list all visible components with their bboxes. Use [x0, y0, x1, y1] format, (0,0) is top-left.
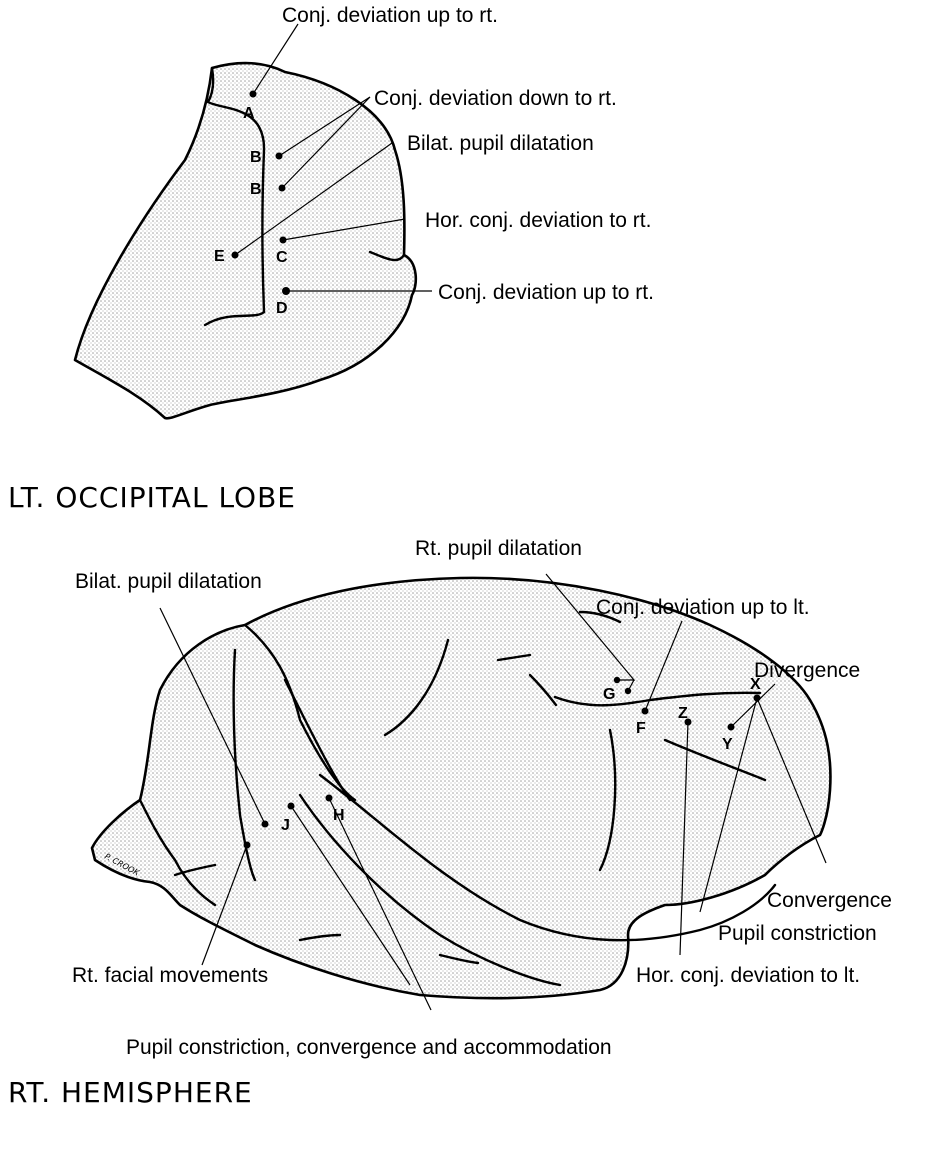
point-label-g: G [603, 686, 615, 703]
label-hor-conj-rt: Hor. conj. deviation to rt. [425, 209, 651, 232]
label-bilat-pupil-occ: Bilat. pupil dilatation [407, 132, 594, 155]
point-label-z: Z [678, 705, 688, 722]
label-convergence: Convergence [767, 889, 892, 912]
label-bilat-pupil-hem: Bilat. pupil dilatation [75, 570, 262, 593]
label-conj-up-rt-top: Conj. deviation up to rt. [282, 4, 498, 27]
occipital-lobe-diagram: A B B E C D Conj. deviation up to rt. Co… [8, 4, 654, 514]
hemisphere-diagram: G F Z Y X J H Rt. pupil dilatation Bilat… [8, 537, 892, 1109]
point-label-d: D [276, 300, 288, 317]
label-conj-up-lt: Conj. deviation up to lt. [596, 596, 810, 619]
label-pupil-accommodation: Pupil constriction, convergence and acco… [126, 1036, 612, 1059]
label-divergence: Divergence [754, 659, 860, 682]
label-conj-down-rt: Conj. deviation down to rt. [374, 87, 617, 110]
point-label-y: Y [722, 736, 733, 753]
point-label-a: A [243, 105, 255, 122]
point-label-c: C [276, 249, 288, 266]
point-label-b1: B [250, 149, 262, 166]
label-hor-conj-lt: Hor. conj. deviation to lt. [636, 964, 860, 987]
label-rt-facial: Rt. facial movements [72, 964, 268, 987]
point-label-j: J [281, 817, 290, 834]
occipital-lobe-title: LT. OCCIPITAL LOBE [8, 481, 296, 514]
point-label-b2: B [250, 181, 262, 198]
label-rt-pupil-dilatation: Rt. pupil dilatation [415, 537, 582, 560]
label-pupil-constriction: Pupil constriction [718, 922, 877, 945]
point-label-f: F [636, 720, 646, 737]
hemisphere-title: RT. HEMISPHERE [8, 1076, 253, 1109]
label-conj-up-rt-bottom: Conj. deviation up to rt. [438, 281, 654, 304]
point-label-e: E [214, 248, 225, 265]
